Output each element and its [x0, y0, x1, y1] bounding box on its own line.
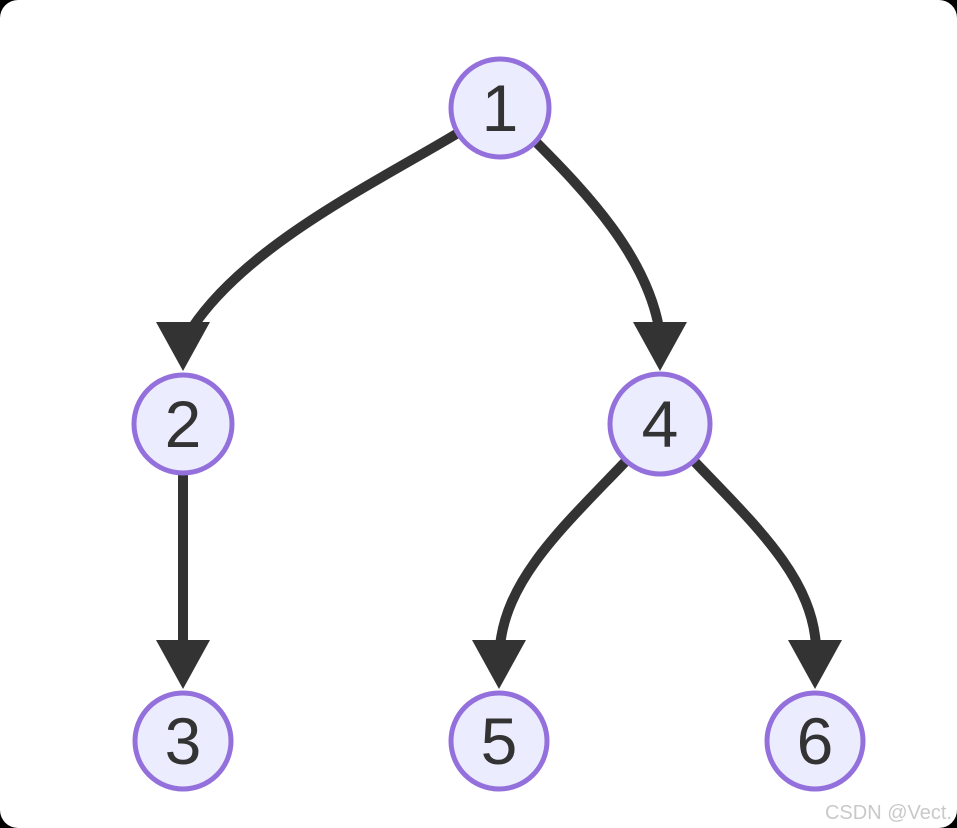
- node-label-2: 2: [165, 387, 202, 461]
- node-circle-1: [448, 56, 552, 160]
- node-layer: 1 2 4 3 5 6: [131, 56, 866, 792]
- arrowhead-4-6: [788, 640, 842, 689]
- tree-node-3: 3: [132, 690, 234, 792]
- tree-node-5: 5: [448, 690, 550, 792]
- tree-node-2: 2: [131, 372, 235, 476]
- arrowhead-4-5: [472, 640, 526, 689]
- edge-layer: [156, 128, 842, 689]
- arrowhead-2-3: [156, 640, 210, 689]
- node-label-3: 3: [165, 704, 202, 778]
- node-circle-6: [764, 690, 866, 792]
- edge-1-2: [187, 128, 461, 331]
- watermark: CSDN @Vect.: [825, 802, 952, 824]
- tree-node-4: 4: [607, 371, 713, 477]
- tree-node-1: 1: [448, 56, 552, 160]
- node-label-1: 1: [482, 71, 519, 145]
- arrowhead-1-4: [633, 322, 687, 371]
- node-label-6: 6: [797, 704, 834, 778]
- edge-4-5: [495, 456, 631, 647]
- node-circle-5: [448, 690, 550, 792]
- edge-4-6: [689, 456, 821, 647]
- node-circle-3: [132, 690, 234, 792]
- node-circle-2: [131, 372, 235, 476]
- node-label-4: 4: [642, 387, 679, 461]
- node-label-5: 5: [481, 704, 518, 778]
- tree-node-6: 6: [764, 690, 866, 792]
- arrowhead-1-2: [156, 322, 210, 371]
- edge-1-4: [532, 138, 664, 329]
- node-circle-4: [607, 371, 713, 477]
